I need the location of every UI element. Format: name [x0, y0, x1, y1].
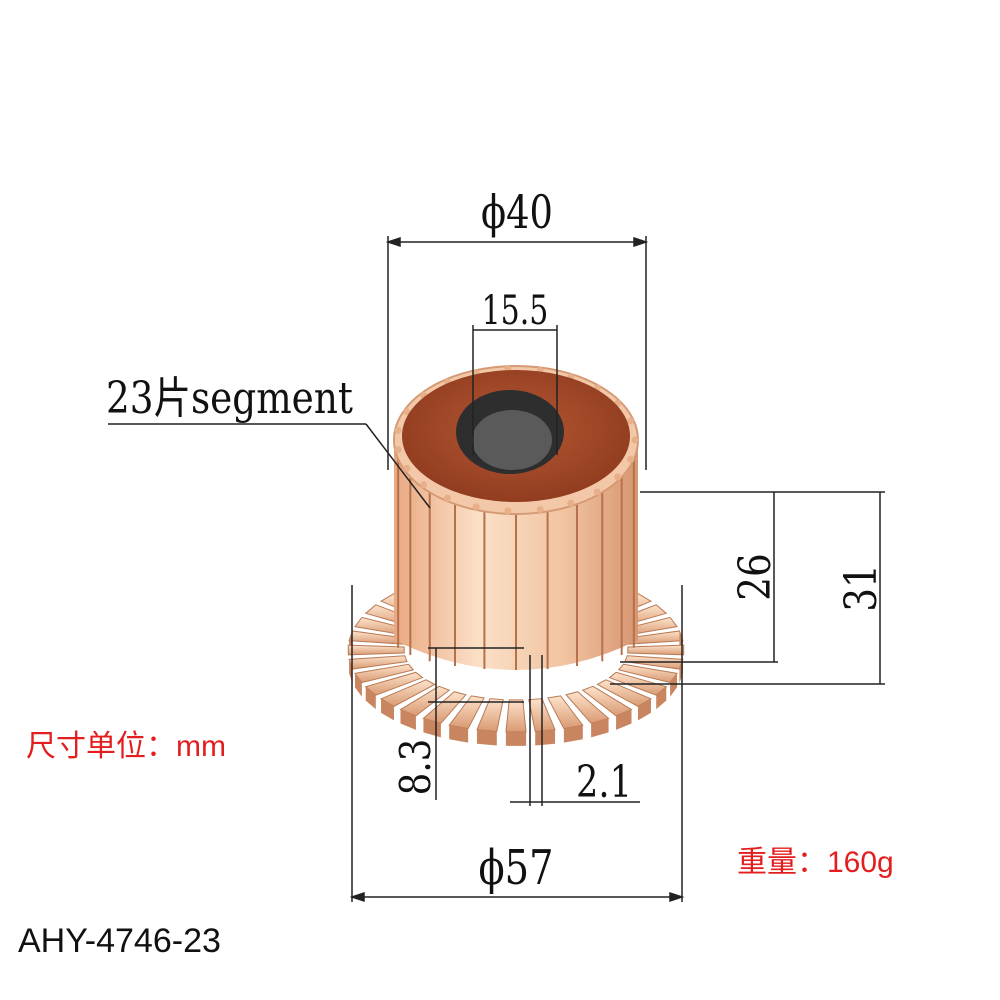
rim-tooth: [536, 506, 544, 514]
rim-tooth: [443, 494, 451, 502]
rim-tooth: [394, 426, 402, 434]
hook-tab-edge: [381, 698, 395, 721]
dim-hook-height: 8.3: [392, 739, 440, 796]
hook-tab-edge: [616, 709, 632, 730]
hook-tab-edge: [365, 686, 376, 710]
rim-tooth: [504, 507, 512, 515]
rim-tooth: [472, 503, 480, 511]
rim-tooth: [403, 464, 411, 472]
hook-tab-edge: [563, 725, 583, 743]
dim-segments-label: 23片segment: [106, 372, 353, 424]
hook-tab-edge: [505, 731, 527, 746]
hook-tab: [505, 699, 527, 733]
rim-tooth: [567, 499, 575, 507]
dim-outer-bottom: ϕ57: [478, 841, 553, 896]
rim-tooth: [593, 488, 601, 496]
rim-tooth: [631, 436, 639, 444]
segment-slots: [397, 458, 635, 670]
hook-tab-edge: [670, 673, 678, 697]
bore-inner: [472, 410, 552, 470]
rim-tooth: [394, 446, 402, 454]
hook-tab-edge: [400, 709, 416, 730]
hook-tab-edge: [449, 725, 469, 743]
rim-tooth: [627, 455, 635, 463]
dim-inner-bore: 15.5: [482, 288, 549, 334]
hook-tab-edge: [591, 718, 609, 738]
dimension-lines: [108, 236, 885, 903]
model-number: AHY-4746-23: [18, 922, 221, 960]
commutator-illustration: [347, 365, 685, 746]
dim-height-total: 31: [835, 564, 887, 612]
weight-note: 重量：160g: [737, 846, 894, 879]
dim-outer-top: ϕ40: [481, 185, 553, 239]
hook-tab-edge: [535, 729, 556, 746]
rim-teeth: [394, 365, 639, 515]
hook-tab: [347, 644, 405, 656]
hook-tab-edge: [637, 698, 651, 721]
rim-tooth: [614, 473, 622, 481]
hook-tab: [627, 644, 685, 656]
hook-tab-edge: [354, 673, 362, 697]
rim-tooth: [403, 408, 411, 416]
rim-tooth: [420, 481, 428, 489]
hook-tab-edge: [656, 686, 667, 710]
hook-tab-edge: [476, 729, 497, 746]
rim-tooth: [627, 417, 635, 425]
dim-hook-width: 2.1: [576, 757, 632, 808]
dim-height-body: 26: [729, 553, 781, 601]
unit-note: 尺寸单位：mm: [26, 730, 226, 763]
